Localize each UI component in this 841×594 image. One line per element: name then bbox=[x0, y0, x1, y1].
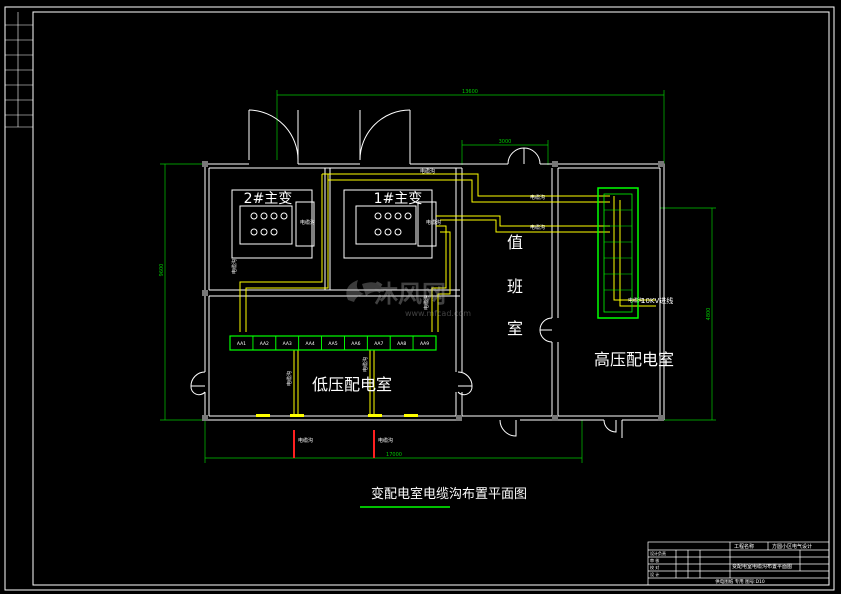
label-transformer-2: 2#主变 bbox=[244, 191, 293, 207]
label-feeder-2: 电缆沟 bbox=[378, 437, 393, 444]
title-block bbox=[647, 541, 830, 586]
binding-strip bbox=[5, 12, 33, 128]
doors bbox=[190, 109, 623, 438]
title-block-company: 工程名称 bbox=[734, 543, 754, 550]
duty-room-char-1: 值 bbox=[507, 233, 523, 252]
lv-panel-cell bbox=[412, 335, 437, 351]
duty-room-char-3: 室 bbox=[507, 319, 523, 338]
transformer-1-equipment bbox=[343, 189, 437, 259]
drawing-title: 变配电室电缆沟布置平面图 bbox=[371, 486, 527, 502]
label-high-voltage-room: 高压配电室 bbox=[594, 350, 674, 369]
dim-bottom-width: 17000 bbox=[386, 452, 402, 458]
title-block-row-3: 校 对 bbox=[650, 564, 659, 570]
title-block-row-1: 设计负责 bbox=[650, 550, 666, 556]
dim-right-height: 4800 bbox=[706, 308, 712, 321]
label-cable-trench-5: 电缆沟 bbox=[231, 259, 238, 274]
dimension-lines bbox=[160, 90, 716, 463]
label-cable-trench-7: 电缆沟 bbox=[286, 371, 293, 386]
columns bbox=[202, 161, 664, 421]
duty-room-char-2: 班 bbox=[507, 277, 523, 296]
lv-panel-label: AA8 bbox=[397, 341, 406, 347]
title-block-row-4: 设 计 bbox=[650, 571, 659, 577]
label-low-voltage-room: 低压配电室 bbox=[312, 375, 392, 394]
dim-overall-width: 13600 bbox=[462, 89, 478, 95]
label-cable-trench-1: 电缆沟 bbox=[530, 194, 545, 201]
cable-trenches bbox=[239, 173, 656, 414]
inner-frame bbox=[32, 11, 830, 586]
lv-panel-label: AA5 bbox=[328, 341, 337, 347]
title-block-footer: 供电图纸 专用 图号:D10 bbox=[715, 578, 765, 585]
watermark-logo bbox=[346, 280, 384, 302]
bottom-openings bbox=[256, 414, 418, 417]
dim-left-height: 9600 bbox=[159, 264, 165, 277]
label-incoming-line: 10KV进线 bbox=[641, 296, 673, 305]
lv-panel-label: AA6 bbox=[351, 341, 360, 347]
lv-panel-label: AA7 bbox=[374, 341, 383, 347]
title-block-row-2: 审 核 bbox=[650, 557, 659, 563]
title-block-drawing-name: 变配电室电缆沟布置平面图 bbox=[732, 563, 792, 570]
dim-top-segment: 3000 bbox=[499, 139, 512, 145]
label-cable-trench-4: 电缆沟 bbox=[300, 219, 315, 226]
lv-panel-label: AA1 bbox=[237, 341, 246, 347]
watermark: 沐风网 www.mfcad.com bbox=[346, 280, 471, 318]
hv-panel bbox=[597, 187, 639, 319]
label-transformer-1: 1#主变 bbox=[374, 191, 423, 207]
lv-panel-label: AA9 bbox=[420, 341, 429, 347]
label-cable-trench-top: 电缆沟 bbox=[420, 168, 435, 175]
label-cable-trench-6: 电缆沟 bbox=[423, 295, 430, 310]
outer-frame bbox=[4, 6, 835, 591]
outgoing-feeders bbox=[293, 430, 375, 458]
label-cable-trench-9: 电缆沟 bbox=[628, 297, 643, 304]
lv-panel-label: AA3 bbox=[283, 341, 292, 347]
lv-panel-label: AA2 bbox=[260, 341, 269, 347]
label-feeder-1: 电缆沟 bbox=[298, 437, 313, 444]
label-cable-trench-3: 电缆沟 bbox=[426, 219, 441, 226]
transformer-2-equipment bbox=[231, 189, 315, 259]
label-cable-trench-8: 电缆沟 bbox=[362, 357, 369, 372]
title-block-project: 方圆小区电气设计 bbox=[772, 543, 812, 550]
watermark-logo-text: 沐风网 bbox=[374, 280, 446, 308]
lv-panel-label: AA4 bbox=[306, 341, 315, 347]
watermark-url: www.mfcad.com bbox=[405, 309, 471, 318]
label-cable-trench-2: 电缆沟 bbox=[530, 224, 545, 231]
lv-panel-labels: AA1 AA2 AA3 AA4 AA5 AA6 AA7 AA8 AA9 bbox=[229, 335, 437, 351]
